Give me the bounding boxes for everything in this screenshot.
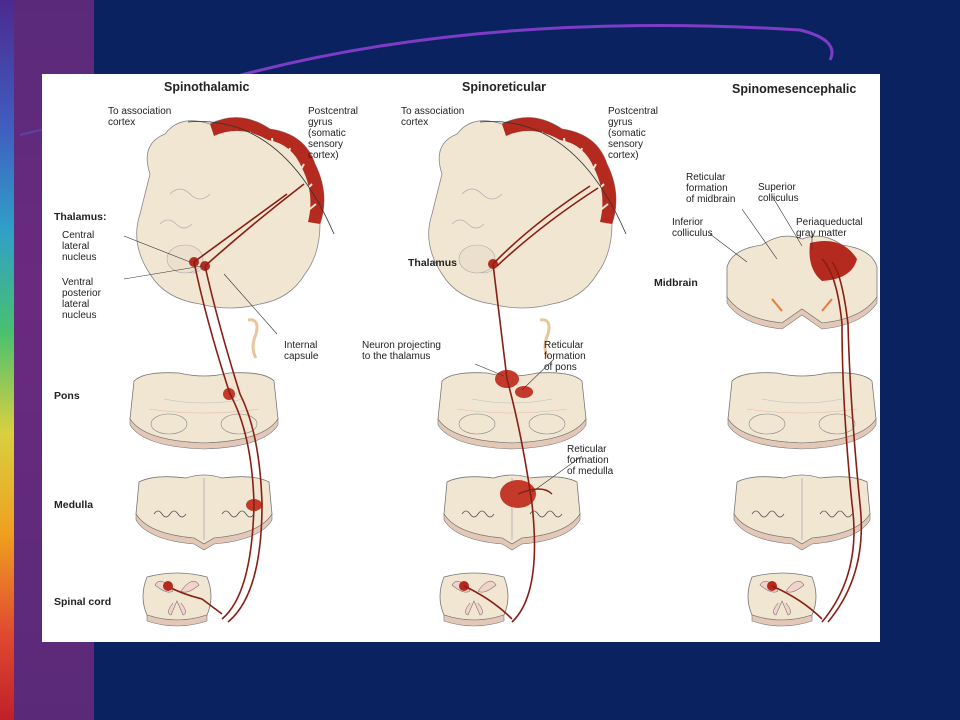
label-central-lateral-nucleus: Central lateral nucleus [62, 230, 97, 263]
label-to-association-cortex-2: To association cortex [401, 106, 465, 128]
label-ventral-posterior-lateral-nucleus: Ventral posterior lateral nucleus [62, 277, 101, 321]
spinothalamic-panel [123, 116, 335, 627]
panel-title-spinothalamic: Spinothalamic [164, 80, 250, 94]
label-pons: Pons [54, 390, 80, 402]
label-medulla: Medulla [54, 499, 94, 511]
spinomesencephalic-panel [709, 195, 878, 627]
label-reticular-formation-midbrain: Reticular formation of midbrain [686, 172, 736, 205]
label-midbrain: Midbrain [654, 277, 698, 289]
label-internal-capsule: Internal capsule [284, 340, 319, 362]
panel-title-spinomesencephalic: Spinomesencephalic [732, 82, 857, 96]
label-spinal-cord: Spinal cord [54, 596, 112, 608]
panel-title-spinoreticular: Spinoreticular [462, 80, 547, 94]
label-neuron-projecting: Neuron projecting to the thalamus [362, 340, 441, 362]
label-thalamus-2: Thalamus [408, 257, 458, 269]
label-periaqueductal-gray-matter: Periaqueductal gray matter [796, 217, 863, 239]
label-reticular-formation-medulla: Reticular formation of medulla [567, 444, 614, 477]
label-to-association-cortex-1: To association cortex [108, 106, 172, 128]
label-thalamus-1: Thalamus: [54, 211, 107, 223]
label-inferior-colliculus: Inferior colliculus [672, 217, 713, 239]
spinoreticular-panel [428, 116, 627, 627]
pathway-diagram [123, 116, 878, 627]
label-postcentral-gyrus-1: Postcentral gyrus (somatic sensory corte… [308, 106, 359, 161]
label-superior-colliculus: Superior colliculus [758, 182, 799, 204]
rainbow-stripe [0, 0, 14, 720]
label-reticular-formation-pons: Reticular formation of pons [544, 340, 586, 373]
pain-pathways-figure: Spinothalamic Spinoreticular Spinomesenc… [42, 74, 880, 642]
label-postcentral-gyrus-2: Postcentral gyrus (somatic sensory corte… [608, 106, 659, 161]
